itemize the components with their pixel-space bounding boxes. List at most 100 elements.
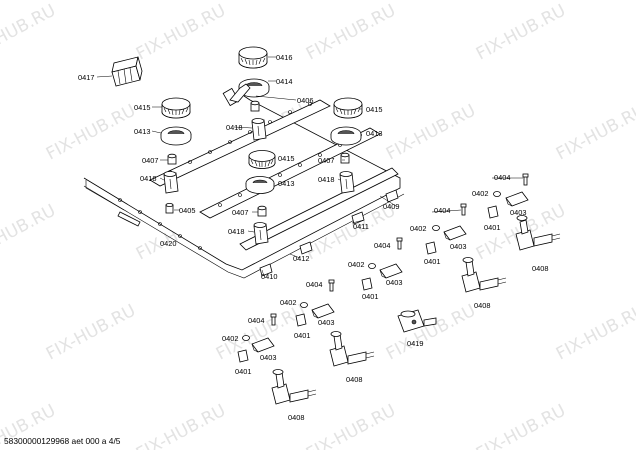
part-label: 0403: [260, 353, 276, 362]
watermark-text: FIX-HUB.RU: [43, 101, 139, 165]
part-label: 0408: [346, 375, 362, 384]
part-label: 0408: [288, 413, 304, 422]
watermark-text: FIX-HUB.RU: [383, 101, 479, 165]
part-label: 0404: [374, 241, 390, 250]
watermark-text: FIX-HUB.RU: [553, 301, 636, 365]
connector-block: [111, 56, 143, 87]
part-label: 0402: [280, 298, 296, 307]
washer: [242, 335, 250, 341]
bracket: [443, 225, 467, 241]
part-label: 0404: [248, 316, 264, 325]
screw: [522, 173, 529, 186]
part-label: 0402: [222, 334, 238, 343]
part-label: 0405: [179, 206, 195, 215]
screw: [270, 313, 277, 326]
part-label: 0404: [306, 280, 322, 289]
washer: [368, 263, 376, 269]
watermark-text: FIX-HUB.RU: [43, 301, 139, 365]
part-label: 0403: [318, 318, 334, 327]
gas-pipe: [229, 83, 251, 103]
watermark-text: FIX-HUB.RU: [473, 1, 569, 65]
burner-holder: [339, 171, 355, 194]
part-label: 0401: [235, 367, 251, 376]
burner-holder: [163, 171, 179, 194]
part-label: 0418: [226, 123, 242, 132]
part-label: 0406: [297, 96, 313, 105]
part-label: 0408: [474, 301, 490, 310]
injector: [340, 152, 350, 164]
part-label: 0403: [510, 208, 526, 217]
injector: [250, 100, 260, 112]
watermark-text: FIX-HUB.RU: [553, 101, 636, 165]
injector: [165, 202, 174, 214]
bracket: [251, 337, 275, 353]
part-labels: 0417 0416 0414 0415 0413 0406 0415 0413 …: [78, 53, 548, 422]
burner-ring: [245, 176, 275, 194]
watermark-text: FIX-HUB.RU: [473, 401, 569, 450]
part-label: 0418: [228, 227, 244, 236]
bracket: [505, 191, 529, 207]
part-label: 0410: [261, 272, 277, 281]
watermark-text: FIX-HUB.RU: [133, 401, 229, 450]
part-label: 0401: [424, 257, 440, 266]
watermark-text: FIX-HUB.RU: [0, 1, 59, 65]
part-label: 0402: [472, 189, 488, 198]
gas-valve: [329, 331, 375, 367]
burner-ring: [238, 78, 270, 98]
part-label: 0412: [293, 254, 309, 263]
bracket: [311, 303, 335, 319]
part-label: 0414: [276, 77, 292, 86]
part-label: 0413: [366, 129, 382, 138]
part-label: 0402: [410, 224, 426, 233]
burner-ring: [330, 126, 362, 146]
watermark-text: FIX-HUB.RU: [303, 1, 399, 65]
part-label: 0416: [276, 53, 292, 62]
clip: [361, 277, 373, 291]
part-label: 0413: [134, 127, 150, 136]
burner-cap: [248, 150, 276, 169]
gas-valve: [271, 369, 317, 405]
part-label: 0418: [318, 175, 334, 184]
clip: [295, 313, 307, 327]
part-label: 0404: [494, 173, 510, 182]
part-label: 0402: [348, 260, 364, 269]
screw: [396, 237, 403, 250]
watermark-text: FIX-HUB.RU: [133, 1, 229, 65]
leader-lines: [96, 56, 523, 277]
part-label: 0415: [134, 103, 150, 112]
part-label: 0408: [532, 264, 548, 273]
drawing-reference: 58300000129968 aet 000 a 4/5: [4, 436, 121, 446]
burner-cap: [333, 97, 363, 119]
watermark-text: FIX-HUB.RU: [383, 301, 479, 365]
washer: [493, 191, 501, 197]
part-label: 0401: [362, 292, 378, 301]
washer: [300, 302, 308, 308]
part-label: 0415: [366, 105, 382, 114]
part-label: 0411: [353, 222, 369, 231]
watermark-text: FIX-HUB.RU: [303, 401, 399, 450]
bracket: [379, 263, 403, 279]
part-label: 0419: [407, 339, 423, 348]
part-label: 0407: [232, 208, 248, 217]
burner-holder: [251, 118, 267, 141]
burner-cap: [238, 46, 268, 69]
washer: [432, 225, 440, 231]
burner-holder: [253, 222, 269, 245]
part-label: 0403: [450, 242, 466, 251]
watermark-text: FIX-HUB.RU: [0, 201, 59, 265]
part-label: 0407: [318, 156, 334, 165]
part-label: 0401: [484, 223, 500, 232]
clip: [237, 349, 249, 363]
part-label: 0415: [278, 154, 294, 163]
part-label: 0413: [278, 179, 294, 188]
clip: [425, 241, 437, 255]
clip: [487, 205, 499, 219]
part-label: 0420: [160, 239, 176, 248]
part-label: 0401: [294, 331, 310, 340]
screw: [460, 203, 467, 216]
part-label: 0403: [386, 278, 402, 287]
part-label: 0418: [140, 174, 156, 183]
injector: [257, 205, 267, 217]
burner-cap: [161, 97, 191, 119]
